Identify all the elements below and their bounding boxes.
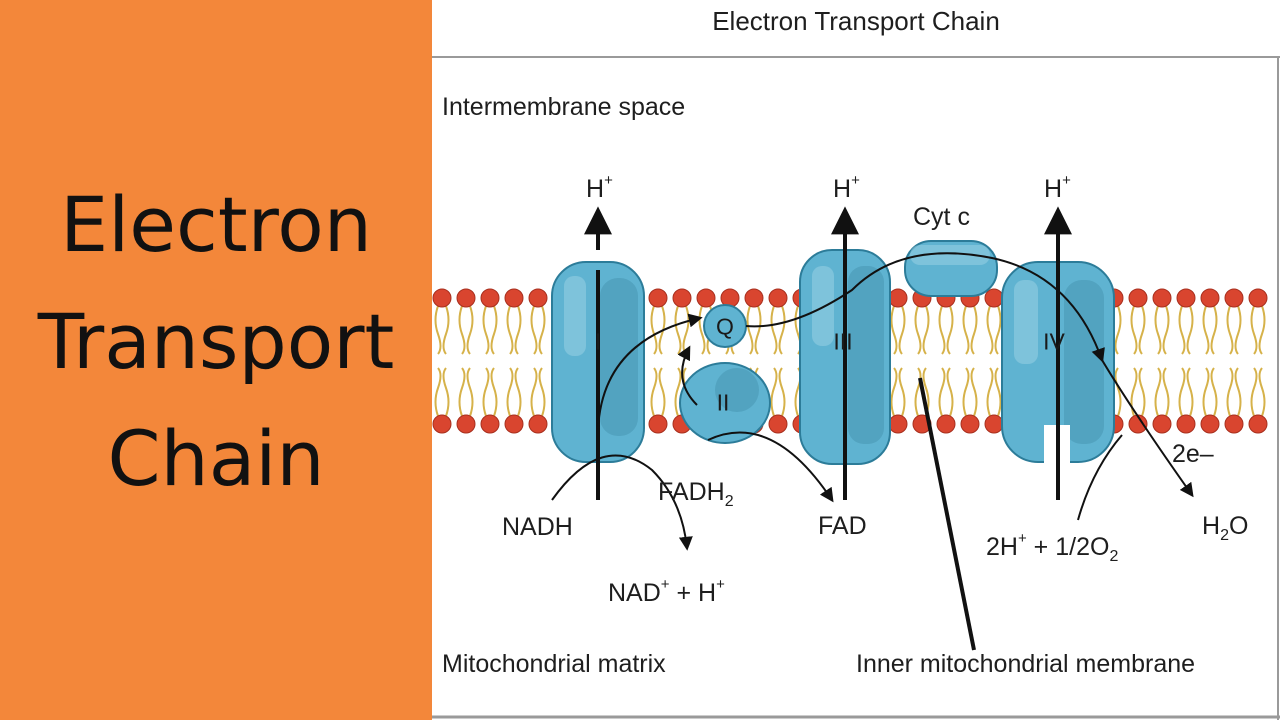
cyt-c-label: Cyt c xyxy=(913,203,970,231)
slide-title: Electron Transport Chain xyxy=(0,166,432,517)
fadh2-label: FADH2 xyxy=(658,478,734,510)
proton-label-3: H+ xyxy=(1044,172,1071,203)
complex-ii xyxy=(679,362,771,444)
proton-label-1: H+ xyxy=(586,172,613,203)
diagram-canvas xyxy=(432,56,1280,720)
proton-pump-arrows xyxy=(584,206,1072,500)
complex-iii-label: III xyxy=(833,328,853,355)
slide-title-line-3: Chain xyxy=(107,414,325,503)
complex-iv-label: IV xyxy=(1043,328,1065,355)
slide-title-line-2: Transport xyxy=(37,297,395,386)
oxygen-reactant-label: 2H+ + 1/2O2 xyxy=(986,530,1119,565)
nad-label: NAD+ + H+ xyxy=(608,576,725,607)
coenzyme-q-label: Q xyxy=(716,313,734,340)
title-panel: Electron Transport Chain xyxy=(0,0,432,720)
water-label: H2O xyxy=(1202,512,1249,544)
etc-diagram: Electron Transport Chain xyxy=(432,0,1280,720)
slide-title-line-1: Electron xyxy=(60,180,372,269)
electron-path xyxy=(551,252,1194,551)
complex-i-label: I xyxy=(594,328,602,355)
fad-label: FAD xyxy=(818,512,867,540)
cytochrome-c xyxy=(904,240,998,297)
diagram-title: Electron Transport Chain xyxy=(712,6,1000,36)
proton-label-2: H+ xyxy=(833,172,860,203)
intermembrane-space-label: Intermembrane space xyxy=(442,93,686,121)
nadh-label: NADH xyxy=(502,513,573,541)
electrons-label: 2e– xyxy=(1172,440,1214,468)
complex-ii-label: II xyxy=(716,389,730,416)
inner-membrane-label: Inner mitochondrial membrane xyxy=(856,650,1196,678)
mitochondrial-matrix-label: Mitochondrial matrix xyxy=(442,650,666,678)
membrane-pointer xyxy=(918,377,976,651)
